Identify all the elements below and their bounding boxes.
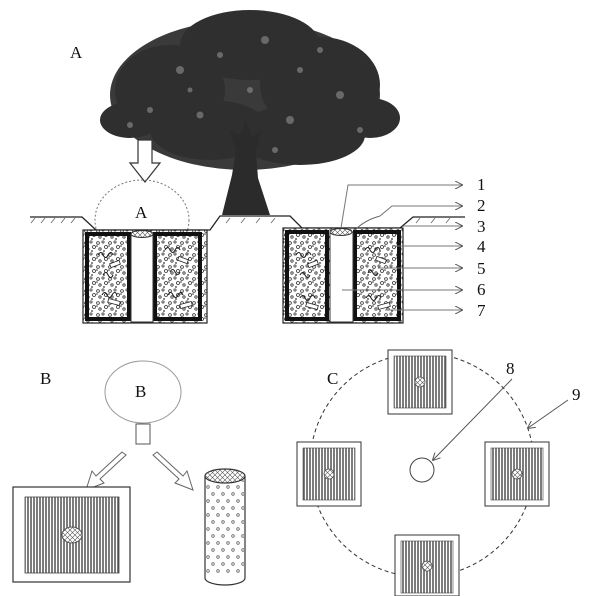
panel-c-center-tree [409, 457, 435, 483]
panel-c-leaders [433, 378, 569, 460]
callout-numbers: 1 2 3 4 5 6 7 [477, 175, 486, 320]
ground-hatching [30, 217, 451, 224]
panel-b: B B [12, 360, 246, 586]
panel-b-label: B [40, 369, 51, 388]
callout-7: 7 [477, 301, 486, 320]
arrow-to-tube-icon [152, 451, 194, 491]
callout-4: 4 [477, 237, 486, 256]
callout-1: 1 [477, 175, 486, 194]
zoom-circle-label: A [135, 203, 148, 222]
panel-b-tube [204, 468, 246, 586]
callout-3: 3 [477, 217, 486, 236]
pit-right [282, 215, 404, 324]
callout-5: 5 [477, 259, 486, 278]
callout-8: 8 [506, 359, 515, 378]
panel-b-circle [104, 360, 182, 424]
panel-b-circle-label: B [135, 382, 146, 401]
panel-b-mat [12, 486, 131, 583]
tree-trunk [222, 120, 270, 215]
tree-crown [100, 10, 400, 170]
callout-9: 9 [572, 385, 581, 404]
callout-6: 6 [477, 280, 486, 299]
panel-a: A A [30, 10, 486, 324]
panel-c-mats [296, 349, 550, 596]
panel-b-pipe-top [135, 423, 151, 445]
ground-surface [30, 215, 465, 231]
down-arrow-icon [128, 139, 162, 183]
tree-leaf-highlights [127, 36, 363, 153]
callout-leaders [340, 185, 462, 310]
panel-c: C 8 9 [296, 349, 581, 596]
panel-a-label: A [70, 43, 83, 62]
panel-c-label: C [327, 369, 338, 388]
pit-left [82, 229, 208, 324]
arrow-to-mat-icon [85, 451, 127, 491]
callout-2: 2 [477, 196, 486, 215]
